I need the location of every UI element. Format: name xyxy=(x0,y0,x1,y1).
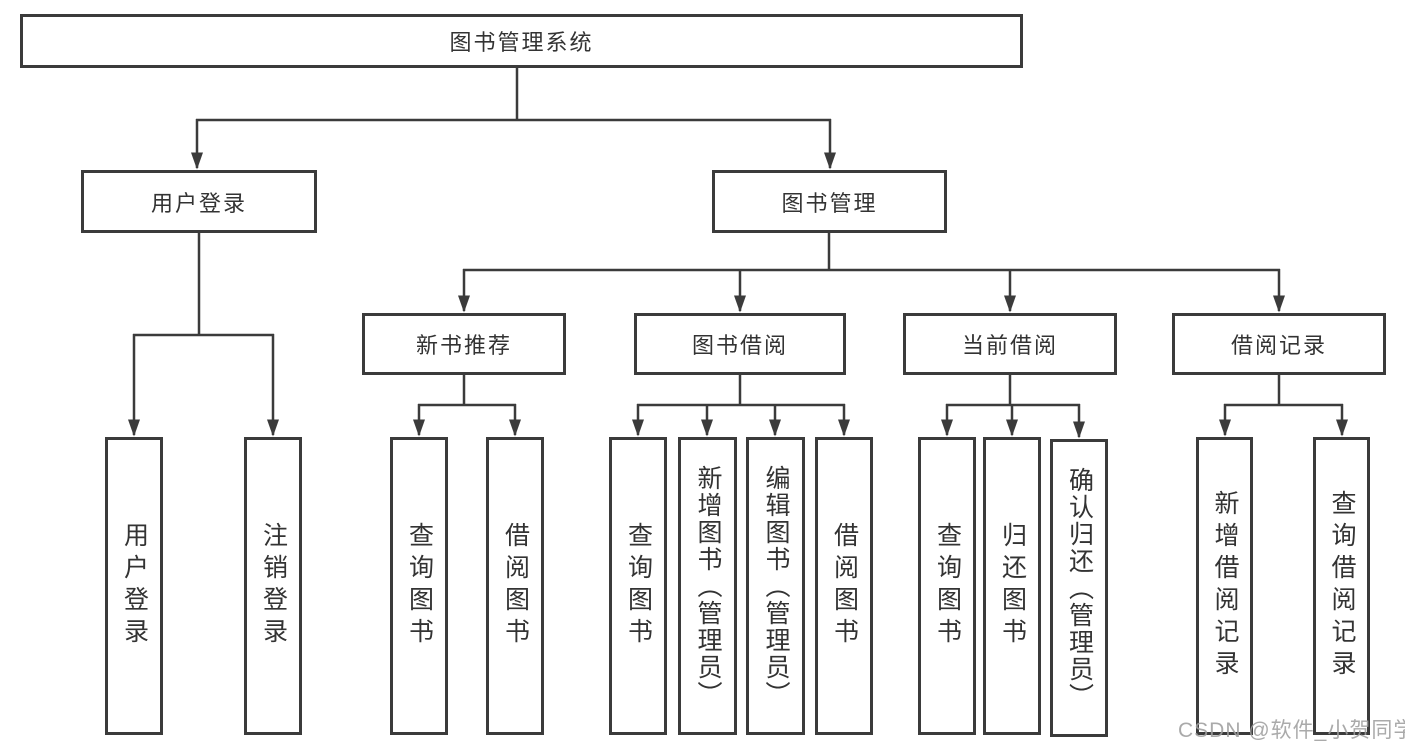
node-label: 编辑图书（管理员） xyxy=(762,464,790,708)
node-label: 借阅图书 xyxy=(830,522,859,650)
node-label: 当前借阅 xyxy=(961,333,1058,358)
csdn-watermark: CSDN @软件_小贺同学 xyxy=(1178,719,1405,742)
node-label: 图书借阅 xyxy=(691,333,788,358)
leaf-borrow-books-recommend: 借阅图书 xyxy=(486,437,544,735)
node-label: 查询图书 xyxy=(933,522,962,650)
node-user-login: 用户登录 xyxy=(81,170,317,233)
leaf-user-login: 用户登录 xyxy=(105,437,163,735)
node-label: 图书管理 xyxy=(781,190,878,216)
leaf-borrow-books: 借阅图书 xyxy=(815,437,873,735)
leaf-query-books-borrow: 查询图书 xyxy=(609,437,667,735)
node-root-library-system: 图书管理系统 xyxy=(20,14,1023,68)
leaf-logout: 注销登录 xyxy=(244,437,302,735)
leaf-query-books-current: 查询图书 xyxy=(918,437,976,735)
node-new-book-recommend: 新书推荐 xyxy=(362,313,566,375)
node-label: 新书推荐 xyxy=(415,333,512,358)
node-label: 查询借阅记录 xyxy=(1328,490,1356,682)
node-label: 用户登录 xyxy=(150,190,247,216)
node-label: 新增借阅记录 xyxy=(1211,490,1239,682)
leaf-query-books-recommend: 查询图书 xyxy=(390,437,448,735)
leaf-confirm-return-admin: 确认归还（管理员） xyxy=(1050,439,1108,737)
node-book-borrow: 图书借阅 xyxy=(634,313,846,375)
node-label: 查询图书 xyxy=(624,522,653,650)
node-label: 新增图书（管理员） xyxy=(694,464,722,708)
node-label: 图书管理系统 xyxy=(449,30,594,55)
leaf-query-borrow-record: 查询借阅记录 xyxy=(1313,437,1370,735)
node-label: 确认归还（管理员） xyxy=(1065,466,1094,710)
node-book-management: 图书管理 xyxy=(712,170,947,233)
leaf-add-borrow-record: 新增借阅记录 xyxy=(1196,437,1253,735)
node-label: 归还图书 xyxy=(998,522,1027,650)
node-label: 借阅图书 xyxy=(501,522,530,650)
node-label: 查询图书 xyxy=(405,522,434,650)
leaf-return-books: 归还图书 xyxy=(983,437,1041,735)
node-borrow-records: 借阅记录 xyxy=(1172,313,1386,375)
leaf-add-books-admin: 新增图书（管理员） xyxy=(678,437,737,735)
node-current-borrow: 当前借阅 xyxy=(903,313,1117,375)
node-label: 借阅记录 xyxy=(1230,333,1327,358)
node-label: 注销登录 xyxy=(259,522,288,650)
leaf-edit-books-admin: 编辑图书（管理员） xyxy=(746,437,805,735)
node-label: 用户登录 xyxy=(120,522,149,650)
